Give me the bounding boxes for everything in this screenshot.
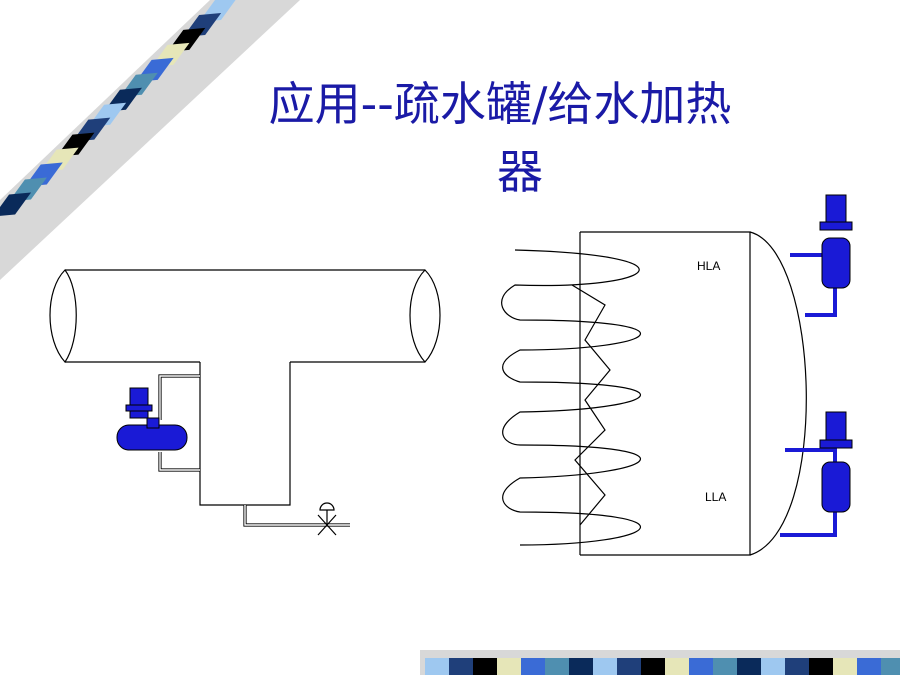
decorative-stripe	[449, 658, 473, 675]
decorative-bottom-band	[420, 650, 900, 675]
heater-shell	[580, 231, 751, 556]
decorative-stripe	[617, 658, 641, 675]
header-right-end	[409, 269, 441, 363]
header-left-end	[49, 269, 77, 363]
level-switch-lower-icon	[780, 411, 853, 537]
decorative-stripe	[833, 658, 857, 675]
decorative-stripe	[665, 658, 689, 675]
decorative-stripe	[857, 658, 881, 675]
decorative-stripe	[569, 658, 593, 675]
drain-valve-icon	[317, 502, 337, 536]
decorative-stripe	[761, 658, 785, 675]
lla-label: LLA	[705, 490, 726, 504]
steam-header-diagram	[49, 269, 441, 527]
decorative-stripe	[785, 658, 809, 675]
slide-title-line2: 器	[497, 145, 543, 199]
decorative-stripe	[713, 658, 737, 675]
steam-trap-icon	[116, 387, 188, 451]
decorative-stripe	[689, 658, 713, 675]
decorative-stripe	[473, 658, 497, 675]
decorative-stripe	[809, 658, 833, 675]
tube-coil	[501, 249, 641, 546]
decorative-stripe	[545, 658, 569, 675]
slide-title-line1: 应用--疏水罐/给水加热	[268, 77, 732, 131]
decorative-stripe	[0, 192, 32, 216]
decorative-stripe	[497, 658, 521, 675]
level-switch-upper-icon	[790, 194, 853, 317]
heater-dished-head	[749, 231, 807, 556]
decorative-stripe	[737, 658, 761, 675]
decorative-stripe	[881, 658, 900, 675]
feedwater-heater-diagram	[501, 231, 807, 556]
header-pipe	[65, 269, 425, 506]
zigzag-baffle	[571, 284, 611, 526]
decorative-stripe	[593, 658, 617, 675]
decorative-diagonal-band	[0, 0, 300, 280]
decorative-stripe	[641, 658, 665, 675]
hla-label: HLA	[697, 259, 720, 273]
decorative-stripe	[521, 658, 545, 675]
decorative-stripe	[425, 658, 449, 675]
